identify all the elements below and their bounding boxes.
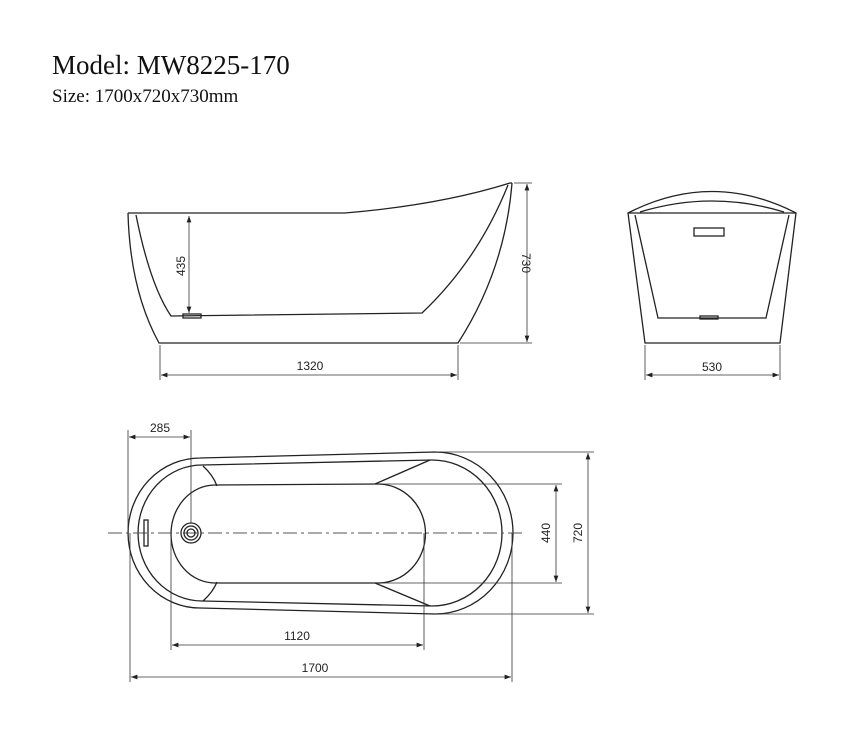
end-view: 530 <box>627 190 797 380</box>
overflow-icon <box>693 227 725 237</box>
dim-outer-width: 720 <box>571 523 585 543</box>
dim-inner-width: 440 <box>539 523 553 543</box>
dim-outer-length: 1700 <box>302 661 329 675</box>
size-label: Size: 1700x720x730mm <box>52 86 239 107</box>
dim-side-depth: 435 <box>174 256 188 276</box>
dim-side-height: 730 <box>519 253 533 273</box>
overflow-icon <box>143 519 149 547</box>
plan-view: 285 440 720 1120 1700 <box>108 421 594 682</box>
side-view: 435 730 1320 <box>127 182 533 380</box>
model-title: Model: MW8225-170 <box>52 50 290 80</box>
dim-side-length: 1320 <box>297 359 324 373</box>
dim-drain-offset: 285 <box>150 421 170 435</box>
dim-end-width: 530 <box>702 360 722 374</box>
dim-inner-length: 1120 <box>284 629 310 643</box>
